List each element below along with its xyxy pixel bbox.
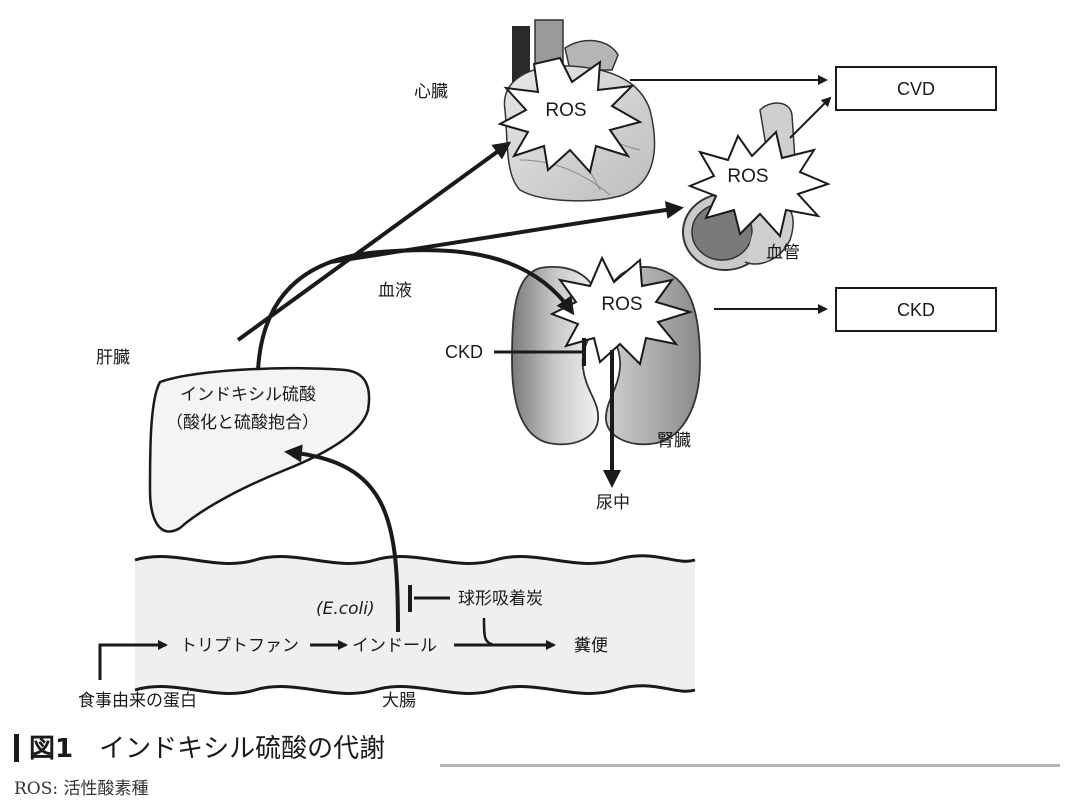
arrow-indole-to-liver (284, 444, 400, 633)
figure-number: 図1 (29, 734, 74, 764)
ckd-box: CKD (835, 287, 997, 332)
tryptophan-label: トリプトファン (180, 636, 299, 656)
urine-label: 尿中 (596, 493, 630, 513)
liver-shape (148, 366, 371, 533)
arrow-liver-to-vessel (329, 201, 684, 264)
kidney-label: 腎臓 (657, 431, 691, 451)
ros-burst-heart: ROS (497, 56, 643, 175)
liver-label: 肝臓 (96, 348, 130, 368)
figure-note: ROS: 活性酸素種 (14, 779, 149, 799)
adsorbent-label: 球形吸着炭 (458, 589, 543, 609)
ros-vessel-label: ROS (727, 166, 768, 187)
cvd-box: CVD (835, 66, 997, 111)
feces-label: 糞便 (574, 636, 608, 656)
arrow-protein-to-tryptophan (98, 640, 168, 680)
caption-rule (440, 764, 1060, 767)
indole-label: インドール (352, 636, 437, 656)
vessel-label: 血管 (766, 243, 800, 263)
arrow-liver-to-kidney (256, 248, 575, 371)
ros-kidney-label: ROS (601, 294, 642, 315)
figure-title: インドキシル硫酸の代謝 (99, 734, 386, 764)
colon (134, 554, 696, 695)
colon-label: 大腸 (382, 691, 416, 711)
cvd-box-label: CVD (897, 79, 935, 99)
arrow-liver-to-heart (236, 141, 512, 342)
adsorbent-binding-line (482, 617, 495, 647)
caption-bar-icon (14, 734, 19, 762)
ros-heart-label: ROS (545, 100, 586, 121)
heart-label: 心臓 (414, 82, 448, 102)
blood-label: 血液 (378, 281, 412, 301)
ckd-box-label: CKD (897, 300, 935, 320)
dietary-protein-label: 食事由来の蛋白 (78, 691, 197, 711)
ckd-inhibitor-label: CKD (445, 342, 483, 362)
ecoli-label: (E.coli) (316, 599, 375, 619)
liver-text-line1: インドキシル硫酸 (180, 385, 316, 405)
liver-text-line2: （酸化と硫酸抱合） (166, 413, 319, 433)
arrow-vessel-to-cvd (789, 96, 832, 139)
ros-burst-vessel: ROS (687, 130, 831, 239)
figure-caption: 図1 インドキシル硫酸の代謝 (14, 728, 385, 765)
